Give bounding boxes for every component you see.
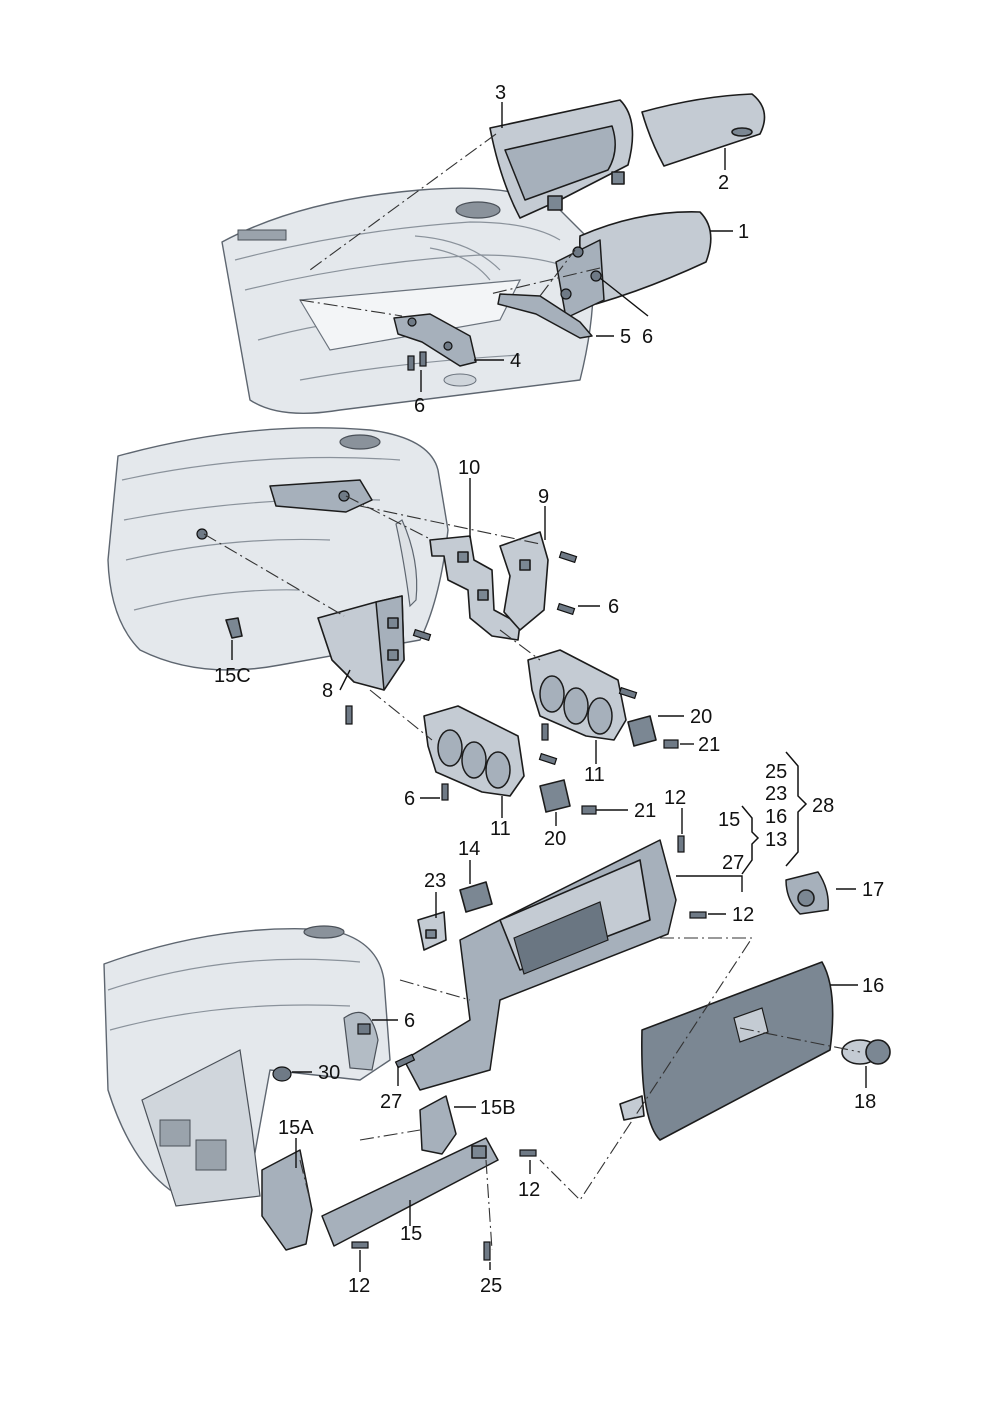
callout-12: 12: [664, 787, 686, 809]
airbag-bracket-5: [497, 293, 593, 339]
callout-13: 13: [765, 829, 787, 851]
callout-20: 20: [544, 828, 566, 850]
callout-15C: 15C: [214, 665, 251, 687]
callout-20: 20: [690, 706, 712, 728]
lock-cylinder-18: [841, 1039, 891, 1065]
bracket-9: [499, 531, 549, 631]
callout-6: 6: [414, 395, 425, 417]
callout-21: 21: [634, 800, 656, 822]
brace-28-group: [785, 751, 808, 867]
glove-box-housing-27: [403, 839, 677, 1091]
bracket-10: [429, 535, 521, 641]
callout-6: 6: [642, 326, 653, 348]
callout-2: 2: [718, 172, 729, 194]
airbag-trim-cover-2: [641, 93, 766, 167]
callout-15B: 15B: [480, 1097, 516, 1119]
airbag-bracket-4: [393, 313, 477, 367]
callout-16: 16: [862, 975, 884, 997]
bolts-middle: [345, 550, 679, 815]
glove-box-lid-16: [619, 961, 834, 1141]
bracket-8: [317, 595, 405, 691]
callout-12: 12: [348, 1275, 370, 1297]
callout-6: 6: [608, 596, 619, 618]
callout-1: 1: [738, 221, 749, 243]
cap-23: [417, 911, 447, 951]
callout-21: 21: [698, 734, 720, 756]
callout-28: 28: [812, 795, 834, 817]
lock-cylinder-housing-17: [785, 871, 830, 915]
clip-20-upper: [627, 715, 657, 747]
callout-11: 11: [490, 818, 511, 840]
callout-12: 12: [732, 904, 754, 926]
airbag-cover-3: [489, 99, 634, 219]
callout-27: 27: [722, 852, 744, 874]
callout-18: 18: [854, 1091, 876, 1113]
callout-3: 3: [495, 82, 506, 104]
bolts-6-top: [407, 351, 427, 371]
callout-15: 15: [718, 809, 740, 831]
bracket-15B: [419, 1095, 457, 1155]
callout-6: 6: [404, 1010, 415, 1032]
brace-13-group: [741, 805, 760, 875]
bracket-15A: [261, 1149, 313, 1251]
callout-8: 8: [322, 680, 333, 702]
callout-11: 11: [584, 764, 605, 786]
dashboard-bottom-view: [103, 925, 391, 1207]
airbag-unit-1: [555, 211, 712, 319]
callout-23: 23: [765, 783, 787, 805]
clip-20-lower: [539, 779, 571, 813]
callout-14: 14: [458, 838, 480, 860]
clamp-11-upper: [527, 649, 627, 741]
callout-25: 25: [765, 761, 787, 783]
callout-4: 4: [510, 350, 521, 372]
callout-23: 23: [424, 870, 446, 892]
callout-10: 10: [458, 457, 480, 479]
clamp-11-lower: [423, 705, 525, 797]
clip-15C: [225, 617, 243, 639]
dashboard-top-view: [221, 187, 595, 414]
callout-15A: 15A: [278, 1117, 314, 1139]
callout-labels: 3 2 1 5 6 4 6 10 9 6 15C 8 20 21 11 6 11…: [214, 82, 884, 1297]
callout-16: 16: [765, 806, 787, 828]
callout-6: 6: [404, 788, 415, 810]
callout-5: 5: [620, 326, 631, 348]
callout-30: 30: [318, 1062, 340, 1084]
callout-17: 17: [862, 879, 884, 901]
callout-15: 15: [400, 1223, 422, 1245]
bolts-bottom: [272, 835, 707, 1261]
cover-14: [459, 881, 493, 913]
callout-27: 27: [380, 1091, 402, 1113]
callout-25: 25: [480, 1275, 502, 1297]
callout-12: 12: [518, 1179, 540, 1201]
crossmember-15: [321, 1137, 499, 1247]
callout-9: 9: [538, 486, 549, 508]
